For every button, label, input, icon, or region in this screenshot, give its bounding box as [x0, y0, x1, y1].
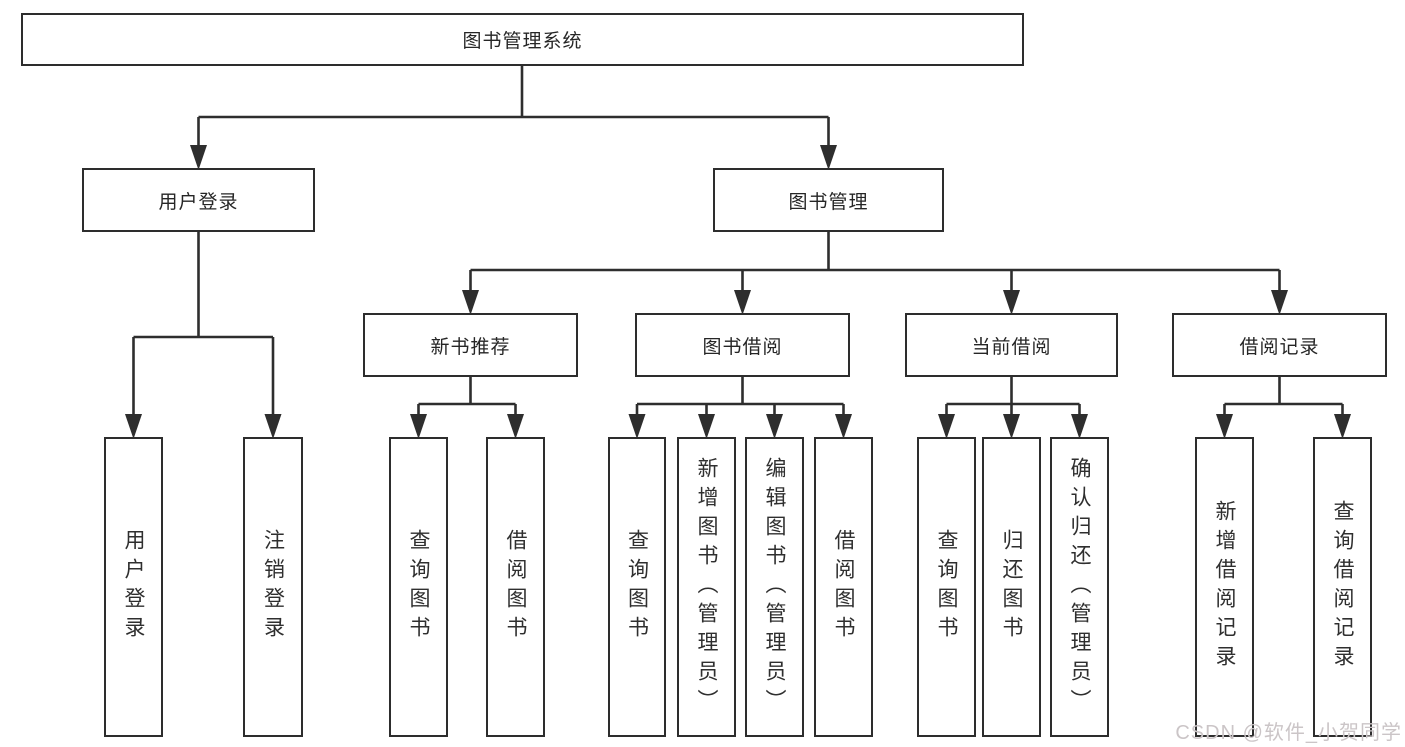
connector-root-to-level2 [197, 66, 830, 146]
connector-recommend-to-leaves [417, 377, 517, 414]
leaf-recommend-query-books: 查询图书 [389, 437, 448, 737]
arrowhead [1216, 414, 1233, 439]
arrowhead [734, 290, 751, 315]
connector-borrow-to-leaves [635, 377, 845, 414]
node-current-borrow: 当前借阅 [905, 313, 1118, 377]
arrowhead [698, 414, 715, 439]
leaf-label: 编辑图书（管理员） [763, 456, 786, 718]
arrowhead [766, 414, 783, 439]
leaf-label: 用户登录 [122, 529, 145, 645]
node-book-borrow: 图书借阅 [635, 313, 850, 377]
leaf-user-login: 用户登录 [104, 437, 163, 737]
leaf-label: 查询借阅记录 [1331, 500, 1354, 674]
leaf-records-query-record: 查询借阅记录 [1313, 437, 1372, 737]
arrowhead [190, 145, 207, 170]
leaf-label: 借阅图书 [832, 529, 855, 645]
node-book-management: 图书管理 [713, 168, 944, 232]
leaf-label: 查询图书 [935, 529, 958, 645]
arrowhead [264, 414, 282, 439]
arrowhead [1003, 414, 1020, 439]
connector-records-to-leaves [1223, 376, 1344, 414]
leaf-recommend-borrow-books: 借阅图书 [486, 437, 545, 737]
arrowhead [1003, 290, 1020, 315]
leaf-label: 查询图书 [407, 529, 430, 645]
node-new-book-recommend: 新书推荐 [363, 313, 578, 377]
leaf-label: 确认归还（管理员） [1068, 456, 1091, 718]
arrowhead [628, 414, 646, 439]
leaf-borrow-add-books-admin: 新增图书（管理员） [677, 437, 736, 737]
csdn-watermark: CSDN @软件_小贺同学 [1175, 722, 1402, 744]
leaf-borrow-query-books: 查询图书 [608, 437, 666, 737]
leaf-label: 新增图书（管理员） [695, 456, 718, 718]
arrowheads [125, 145, 1351, 439]
connector-manage-to-modules [469, 232, 1281, 290]
arrowhead [410, 414, 427, 439]
leaf-current-return-books: 归还图书 [982, 437, 1041, 737]
leaf-label: 查询图书 [625, 529, 649, 645]
arrowhead [820, 145, 837, 170]
arrowhead [462, 290, 479, 315]
leaf-records-add-record: 新增借阅记录 [1195, 437, 1254, 737]
arrowhead [1271, 290, 1288, 315]
node-user-login: 用户登录 [82, 168, 315, 232]
leaf-current-confirm-return-admin: 确认归还（管理员） [1050, 437, 1109, 737]
node-borrow-records: 借阅记录 [1172, 313, 1387, 377]
arrowhead [507, 414, 524, 439]
leaf-logout: 注销登录 [243, 437, 303, 737]
connector-current-to-leaves [945, 376, 1081, 414]
arrowhead [1071, 414, 1088, 439]
arrowhead [835, 414, 852, 439]
leaf-borrow-edit-books-admin: 编辑图书（管理员） [745, 437, 804, 737]
arrowhead [125, 414, 142, 439]
leaf-label: 注销登录 [261, 529, 285, 645]
leaf-label: 新增借阅记录 [1213, 500, 1236, 674]
arrowhead [938, 414, 955, 439]
node-library-management-system: 图书管理系统 [21, 13, 1024, 66]
arrowhead [1334, 414, 1351, 439]
leaf-borrow-borrow-books: 借阅图书 [814, 437, 873, 737]
leaf-label: 借阅图书 [504, 529, 527, 645]
leaf-current-query-books: 查询图书 [917, 437, 976, 737]
connector-login-to-leaves [132, 232, 275, 414]
leaf-label: 归还图书 [1000, 529, 1023, 645]
